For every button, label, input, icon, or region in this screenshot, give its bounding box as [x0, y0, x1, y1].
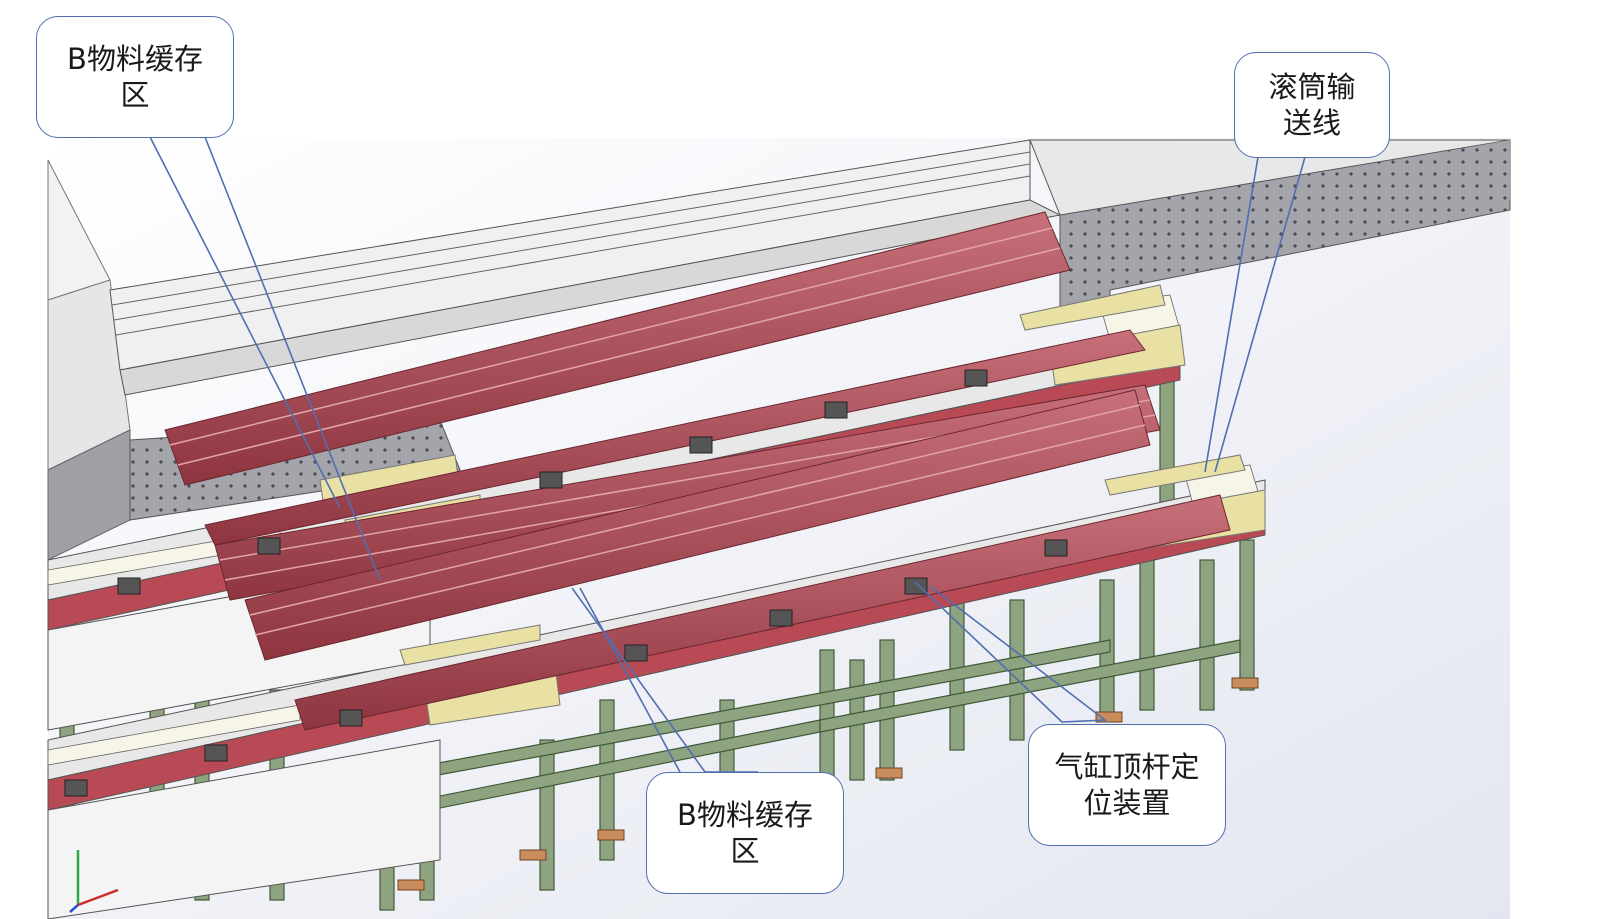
cylinder-clamps — [64, 369, 1068, 797]
leader-cylinder-1 — [914, 581, 1063, 723]
top-guide-rail — [109, 139, 1511, 396]
callout-roller-line1: 滚筒输 — [1268, 70, 1356, 104]
leader-buffer-top-2 — [204, 136, 381, 581]
callout-buffer-top-line1: B物料缓存 — [67, 42, 203, 76]
callout-cylinder-line2: 位装置 — [1083, 786, 1171, 820]
callout-cylinder-line1: 气缸顶杆定 — [1054, 750, 1200, 784]
leader-buffer-top-1 — [149, 136, 341, 509]
callout-buffer-area-bottom: B物料缓存 区 — [646, 772, 844, 894]
leader-roller-1 — [1204, 156, 1259, 473]
leader-roller-2 — [1214, 156, 1306, 473]
leader-buffer-bottom-2 — [579, 587, 681, 773]
callout-buffer-bottom-line1: B物料缓存 — [677, 798, 813, 832]
callout-roller-conveyor: 滚筒输 送线 — [1234, 52, 1390, 158]
material-bars — [164, 211, 1231, 731]
axis-triad-icon — [69, 850, 119, 913]
callout-buffer-top-line2: 区 — [120, 78, 150, 112]
callout-roller-line2: 送线 — [1282, 106, 1341, 140]
leader-lines — [149, 136, 1306, 773]
perforated-back-panel-lower — [1110, 140, 1510, 280]
left-cabinet — [47, 159, 131, 561]
leader-cylinder-2 — [929, 585, 1108, 723]
callout-buffer-bottom-line2: 区 — [730, 834, 760, 868]
callout-buffer-area-top: B物料缓存 区 — [36, 16, 234, 138]
callout-cylinder-positioning: 气缸顶杆定 位装置 — [1028, 724, 1226, 846]
